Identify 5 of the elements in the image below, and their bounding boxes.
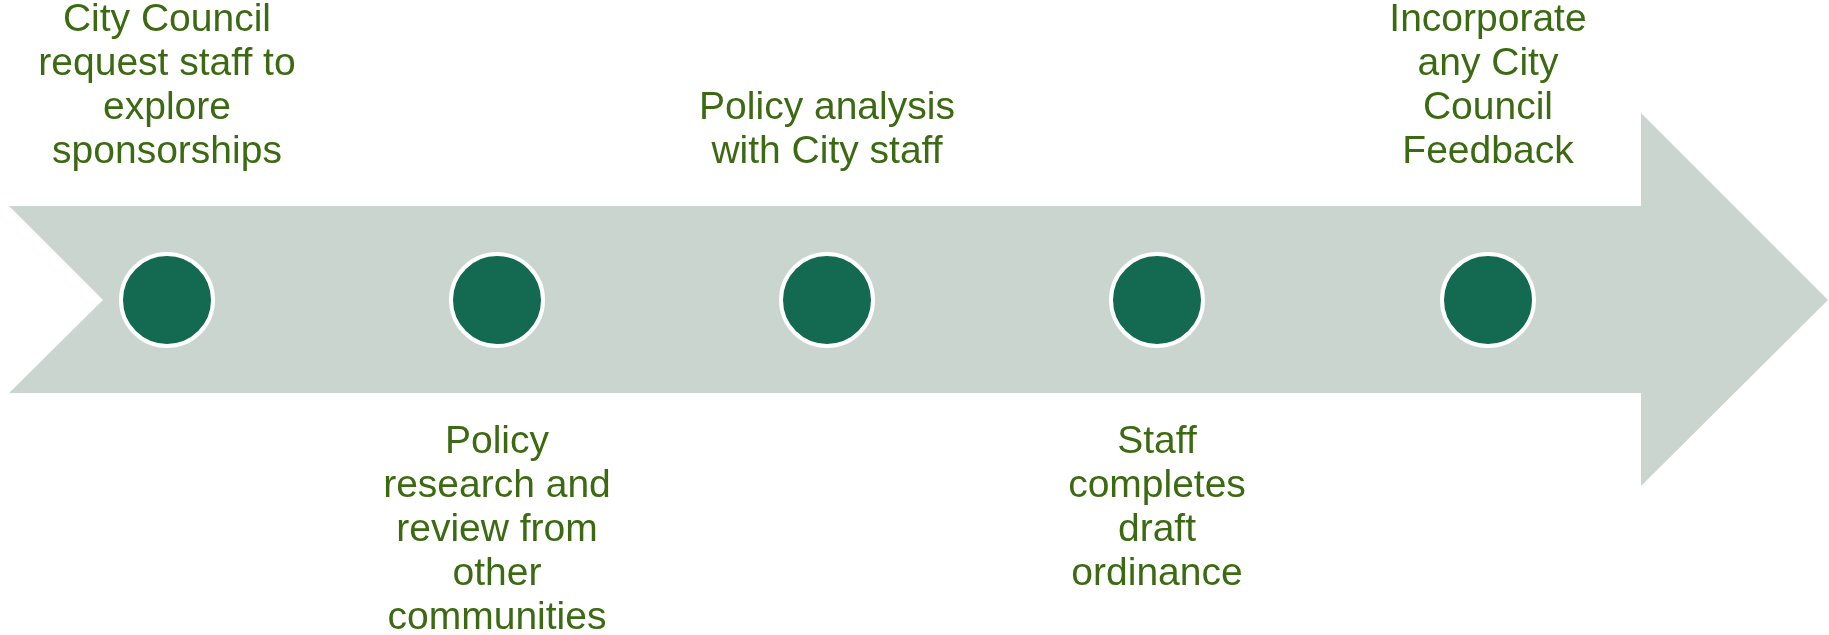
milestone-label: City Council request staff to explore sponsorships: [37, 0, 297, 172]
milestone-label: Policy analysis with City staff: [698, 84, 956, 172]
milestone-label: Policy research and review from other communities: [382, 418, 612, 635]
milestone-label: Staff completes draft ordinance: [1067, 418, 1247, 594]
milestone-label: Incorporate any City Council Feedback: [1388, 0, 1588, 172]
